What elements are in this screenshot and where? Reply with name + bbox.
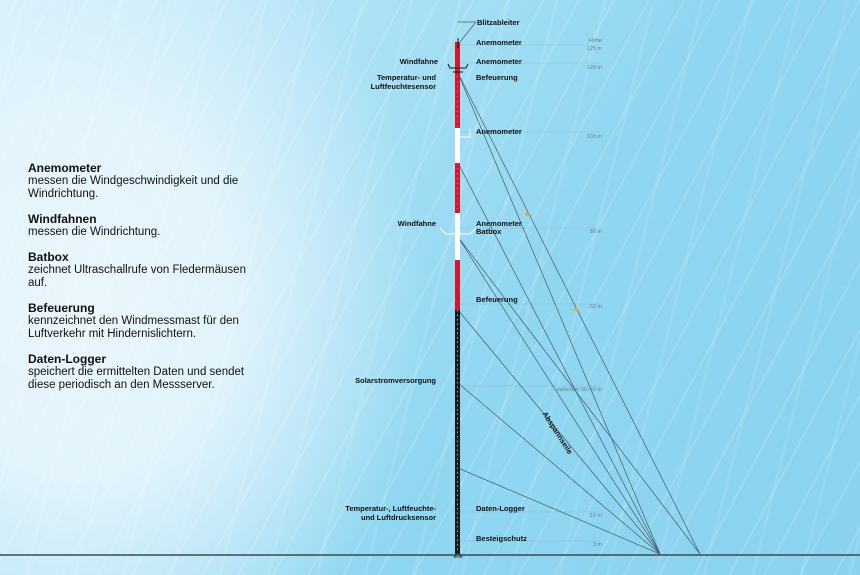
legend: Anemometer messen die Windgeschwindigkei… [28,162,268,404]
mast [455,42,460,554]
mast-foot [453,552,463,558]
legend-entry-anemometer: Anemometer messen die Windgeschwindigkei… [28,162,268,201]
height-10: 10 m [589,513,602,519]
marker-dot [574,307,578,311]
label-anemometer-125: Anemometer [476,38,522,47]
legend-title: Windfahnen [28,212,97,226]
height-header: Höhe [588,38,602,44]
label-line: und Luftdrucksensor [360,513,436,522]
legend-title: Befeuerung [28,301,95,315]
label-beacon-top: Befeuerung [476,73,518,82]
label-anemometer-80: Anemometer [476,219,522,228]
label-windfahne-top: Windfahne [399,57,438,66]
legend-entry-windfahnen: Windfahnen messen die Windrichtung. [28,213,268,239]
legend-entry-batbox: Batbox zeichnet Ultraschallrufe von Fled… [28,251,268,290]
legend-text: messen die Windrichtung. [28,226,161,238]
legend-title: Batbox [28,250,69,264]
guy-wires [457,21,701,555]
label-line: Temperatur- und [376,73,436,82]
legend-entry-befeuerung: Befeuerung kennzeichnet den Windmessmast… [28,302,268,341]
label-line: Temperatur-, Luftfeuchte- [345,504,436,513]
label-windfahne-mid: Windfahne [397,219,436,228]
label-beacon-62: Befeuerung [476,295,518,304]
height-62: 62 m [589,304,602,310]
height-lines [458,44,600,542]
top-booms [447,38,469,73]
label-anemometer-120: Anemometer [476,57,522,66]
white-booms [439,130,477,235]
height-120: 120 m [586,65,602,71]
label-anemometer-103: Anemometer [476,127,522,136]
height-30-50: zwischen 30–50 m [556,387,602,393]
height-125: 125 m [586,46,602,52]
label-temp-pressure: Temperatur-, Luftfeuchte- und Luftdrucks… [345,504,436,522]
label-batbox: Batbox [476,227,502,236]
height-3: 3 m [592,542,602,548]
height-103: 103 m [586,134,602,140]
legend-text: kennzeichnet den Windmessmast für den Lu… [28,315,239,340]
marker-dot [525,212,529,216]
legend-title: Anemometer [28,161,102,175]
legend-title: Daten-Logger [28,352,106,366]
legend-entry-datenlogger: Daten-Logger speichert die ermittelten D… [28,353,268,392]
label-temp-humidity: Temperatur- und Luftfeuchtesensor [371,73,436,91]
label-climb-protection: Besteigschutz [476,534,527,543]
legend-text: zeichnet Ultraschallrufe von Fledermäuse… [28,264,246,289]
label-data-logger: Daten-Logger [476,504,525,513]
height-80: 80 m [589,229,602,235]
label-line: Luftfeuchtesensor [370,82,436,91]
legend-text: speichert die ermittelten Daten und send… [28,366,245,391]
legend-text: messen die Windgeschwindigkeit und die W… [28,175,239,200]
label-lightning-rod: Blitzableiter [477,18,520,27]
label-solar: Solarstromversorgung [355,376,436,385]
